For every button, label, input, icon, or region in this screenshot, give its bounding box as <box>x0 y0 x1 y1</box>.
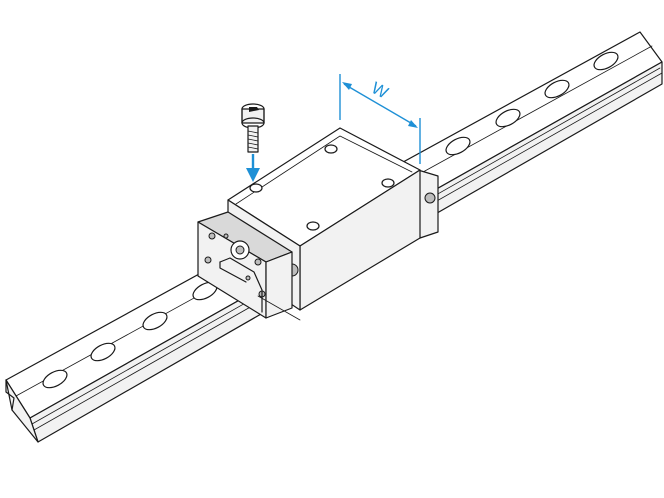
end-plate-edge <box>265 251 293 319</box>
dimension-arrow-right <box>408 120 418 128</box>
rail-holes <box>42 51 619 389</box>
grease-port-right <box>424 192 436 204</box>
end-seal-right <box>417 169 439 239</box>
dimension-label: W <box>368 78 391 102</box>
rail-hole-6 <box>495 108 521 128</box>
rail-hole-1 <box>42 369 68 389</box>
end-plate-screw-3 <box>204 256 212 264</box>
rail-hole-7 <box>544 79 570 99</box>
carriage-block <box>197 127 439 319</box>
block-hole-3 <box>306 221 320 231</box>
dimension-line <box>343 83 417 127</box>
cap-screw-icon <box>241 103 265 153</box>
block-hole-2 <box>324 144 338 154</box>
rail-hole-2 <box>90 342 116 362</box>
end-plate-screw-2 <box>254 258 262 266</box>
rail-hole-5 <box>445 136 471 156</box>
rail-hole-3 <box>142 311 168 331</box>
block-hole-4 <box>381 178 395 188</box>
end-plate-screw-1 <box>208 232 216 240</box>
block-hole-1 <box>249 183 263 193</box>
rail-hole-8 <box>593 51 619 71</box>
dimension-w: W <box>339 74 421 164</box>
dimension-arrow-left <box>342 82 352 90</box>
arrow-down-icon <box>246 154 260 182</box>
rail-end-face <box>5 379 39 443</box>
